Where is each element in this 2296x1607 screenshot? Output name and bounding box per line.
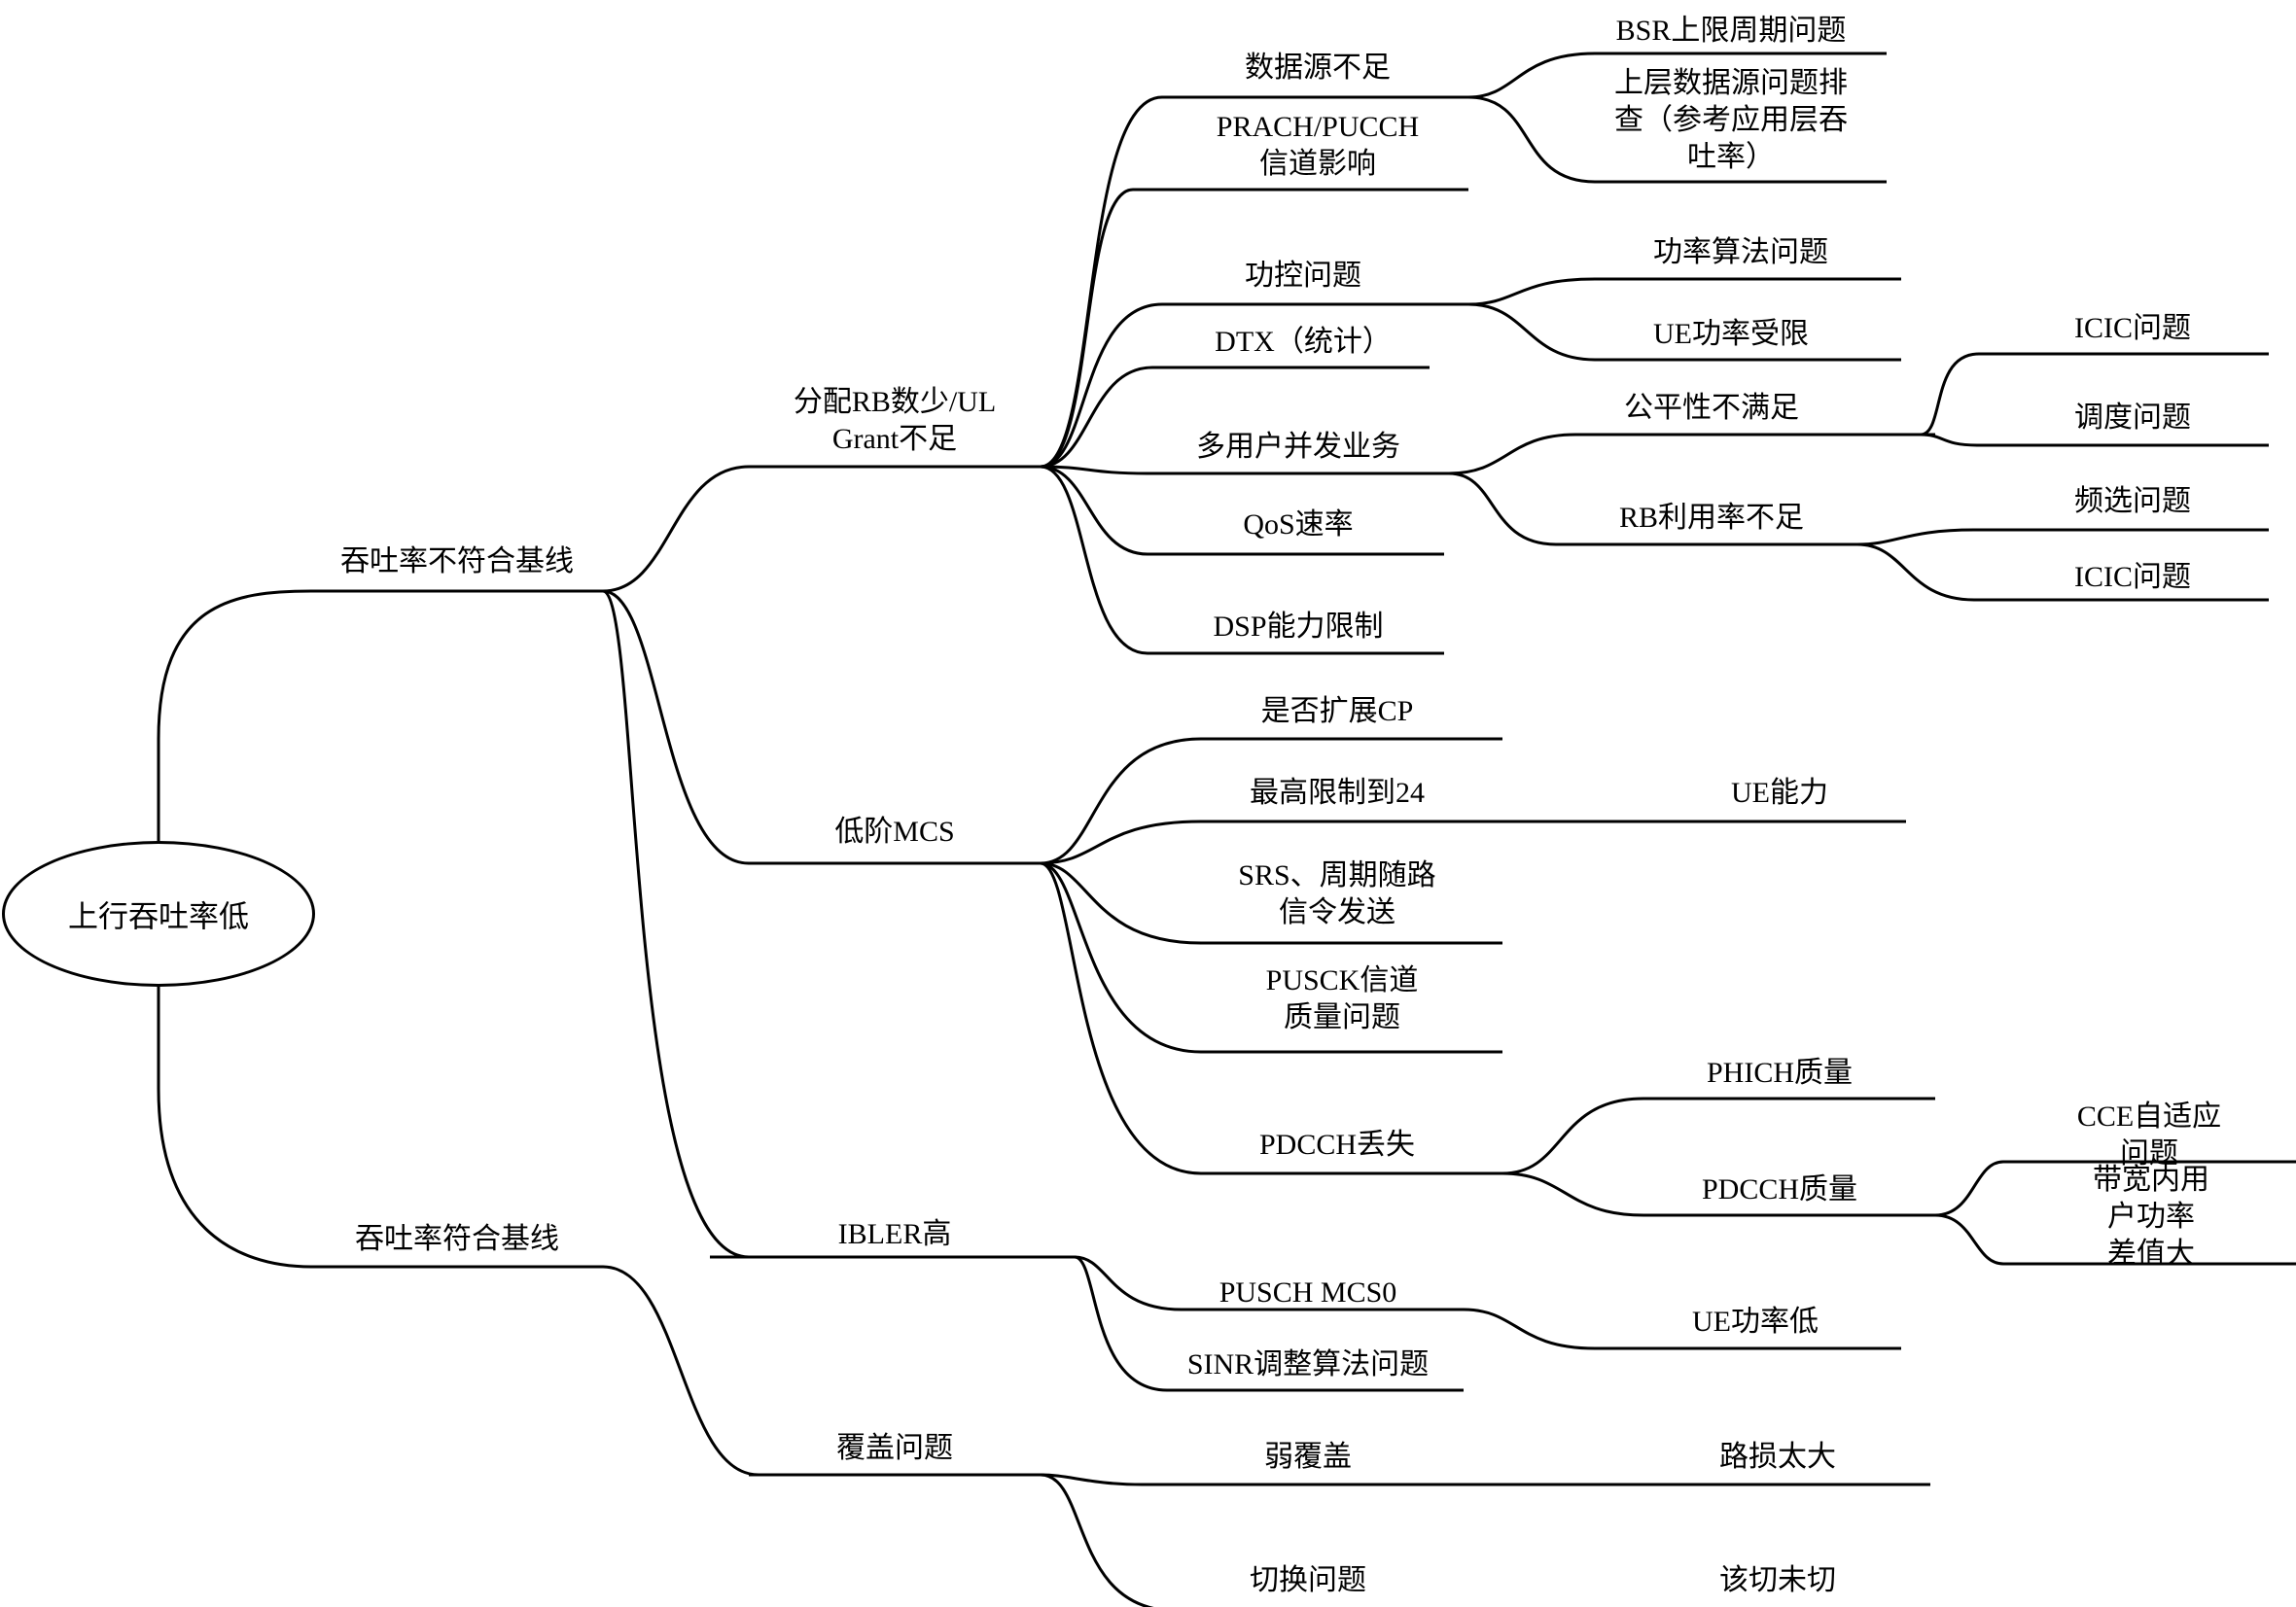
node-pdcch-lost: PDCCH丢失 [1258, 1129, 1416, 1161]
edge-root-n2 [157, 987, 312, 1269]
node-sinr-algo: SINR调整算法问题 [1186, 1348, 1430, 1380]
edge-rb-rb1 [1040, 95, 1163, 469]
node-icic-1: ICIC问题 [2074, 312, 2191, 344]
edge-n1-mcs [602, 589, 750, 865]
edge-rb-rb4 [1040, 366, 1153, 469]
edge-rb-rb3 [1040, 302, 1163, 469]
node-pdcch-quality: PDCCH质量 [1701, 1173, 1858, 1205]
edge-n1-rb [602, 465, 750, 593]
node-power-control: 功控问题 [1245, 260, 1361, 292]
edge-rb-rb7 [1040, 465, 1148, 655]
edge-n1-ibler [602, 589, 750, 1259]
node-qos: QoS速率 [1243, 508, 1354, 541]
node-ue-capability: UE能力 [1731, 777, 1828, 809]
node-fairness: 公平性不满足 [1624, 392, 1799, 424]
node-bsr: BSR上限周期问题 [1615, 15, 1847, 47]
node-icic-2: ICIC问题 [2074, 561, 2191, 593]
node-ue-power-limited: UE功率受限 [1653, 318, 1809, 350]
edge-root-n1 [157, 589, 312, 841]
edge-n2-cov [602, 1265, 759, 1477]
node-throughput-not-baseline: 吞吐率不符合基线 [340, 545, 574, 577]
node-cce-adaptive: CCE自适应问题 [2076, 1100, 2222, 1170]
node-max-24: 最高限制到24 [1250, 777, 1425, 809]
node-extended-cp: 是否扩展CP [1260, 695, 1414, 727]
node-power-diff: 带宽内用户功率 差值大 [2093, 1164, 2209, 1270]
node-phich: PHICH质量 [1706, 1057, 1854, 1089]
node-scheduling: 调度问题 [2074, 402, 2191, 434]
edge-rb-rb5 [1040, 465, 1148, 475]
node-throughput-baseline: 吞吐率符合基线 [355, 1223, 559, 1255]
node-upper-data: 上层数据源问题排 查（参考应用层吞 吐率） [1614, 67, 1848, 173]
node-handover: 切换问题 [1250, 1564, 1366, 1596]
node-weak-coverage: 弱覆盖 [1264, 1441, 1352, 1473]
root-node [2, 841, 315, 987]
edge-rb-rb2 [1040, 188, 1134, 469]
node-ibler-high: IBLER高 [837, 1218, 952, 1250]
node-multi-user: 多用户并发业务 [1196, 431, 1400, 463]
edge-rb-rb6 [1040, 465, 1148, 556]
node-pusck: PUSCK信道 质量问题 [1265, 964, 1419, 1033]
node-data-source: 数据源不足 [1245, 52, 1391, 84]
node-path-loss: 路损太大 [1719, 1441, 1836, 1473]
node-ue-power-low: UE功率低 [1692, 1306, 1819, 1338]
node-power-algo: 功率算法问题 [1653, 236, 1828, 268]
node-rb-utilization: RB利用率不足 [1618, 502, 1805, 534]
node-low-mcs: 低阶MCS [834, 816, 955, 848]
node-prach-pucch: PRACH/PUCCH 信道影响 [1216, 111, 1420, 180]
node-rb-insufficient: 分配RB数少/UL Grant不足 [793, 386, 997, 455]
node-freq-select: 频选问题 [2074, 485, 2191, 517]
node-dtx: DTX（统计） [1215, 326, 1392, 358]
node-missed-handover: 该切未切 [1719, 1564, 1836, 1596]
node-dsp: DSP能力限制 [1213, 611, 1384, 643]
node-pusch-mcs0: PUSCH MCS0 [1219, 1276, 1397, 1309]
node-srs: SRS、周期随路 信令发送 [1238, 859, 1436, 928]
node-coverage: 覆盖问题 [836, 1432, 953, 1464]
root-label: 上行吞吐率低 [68, 899, 249, 934]
